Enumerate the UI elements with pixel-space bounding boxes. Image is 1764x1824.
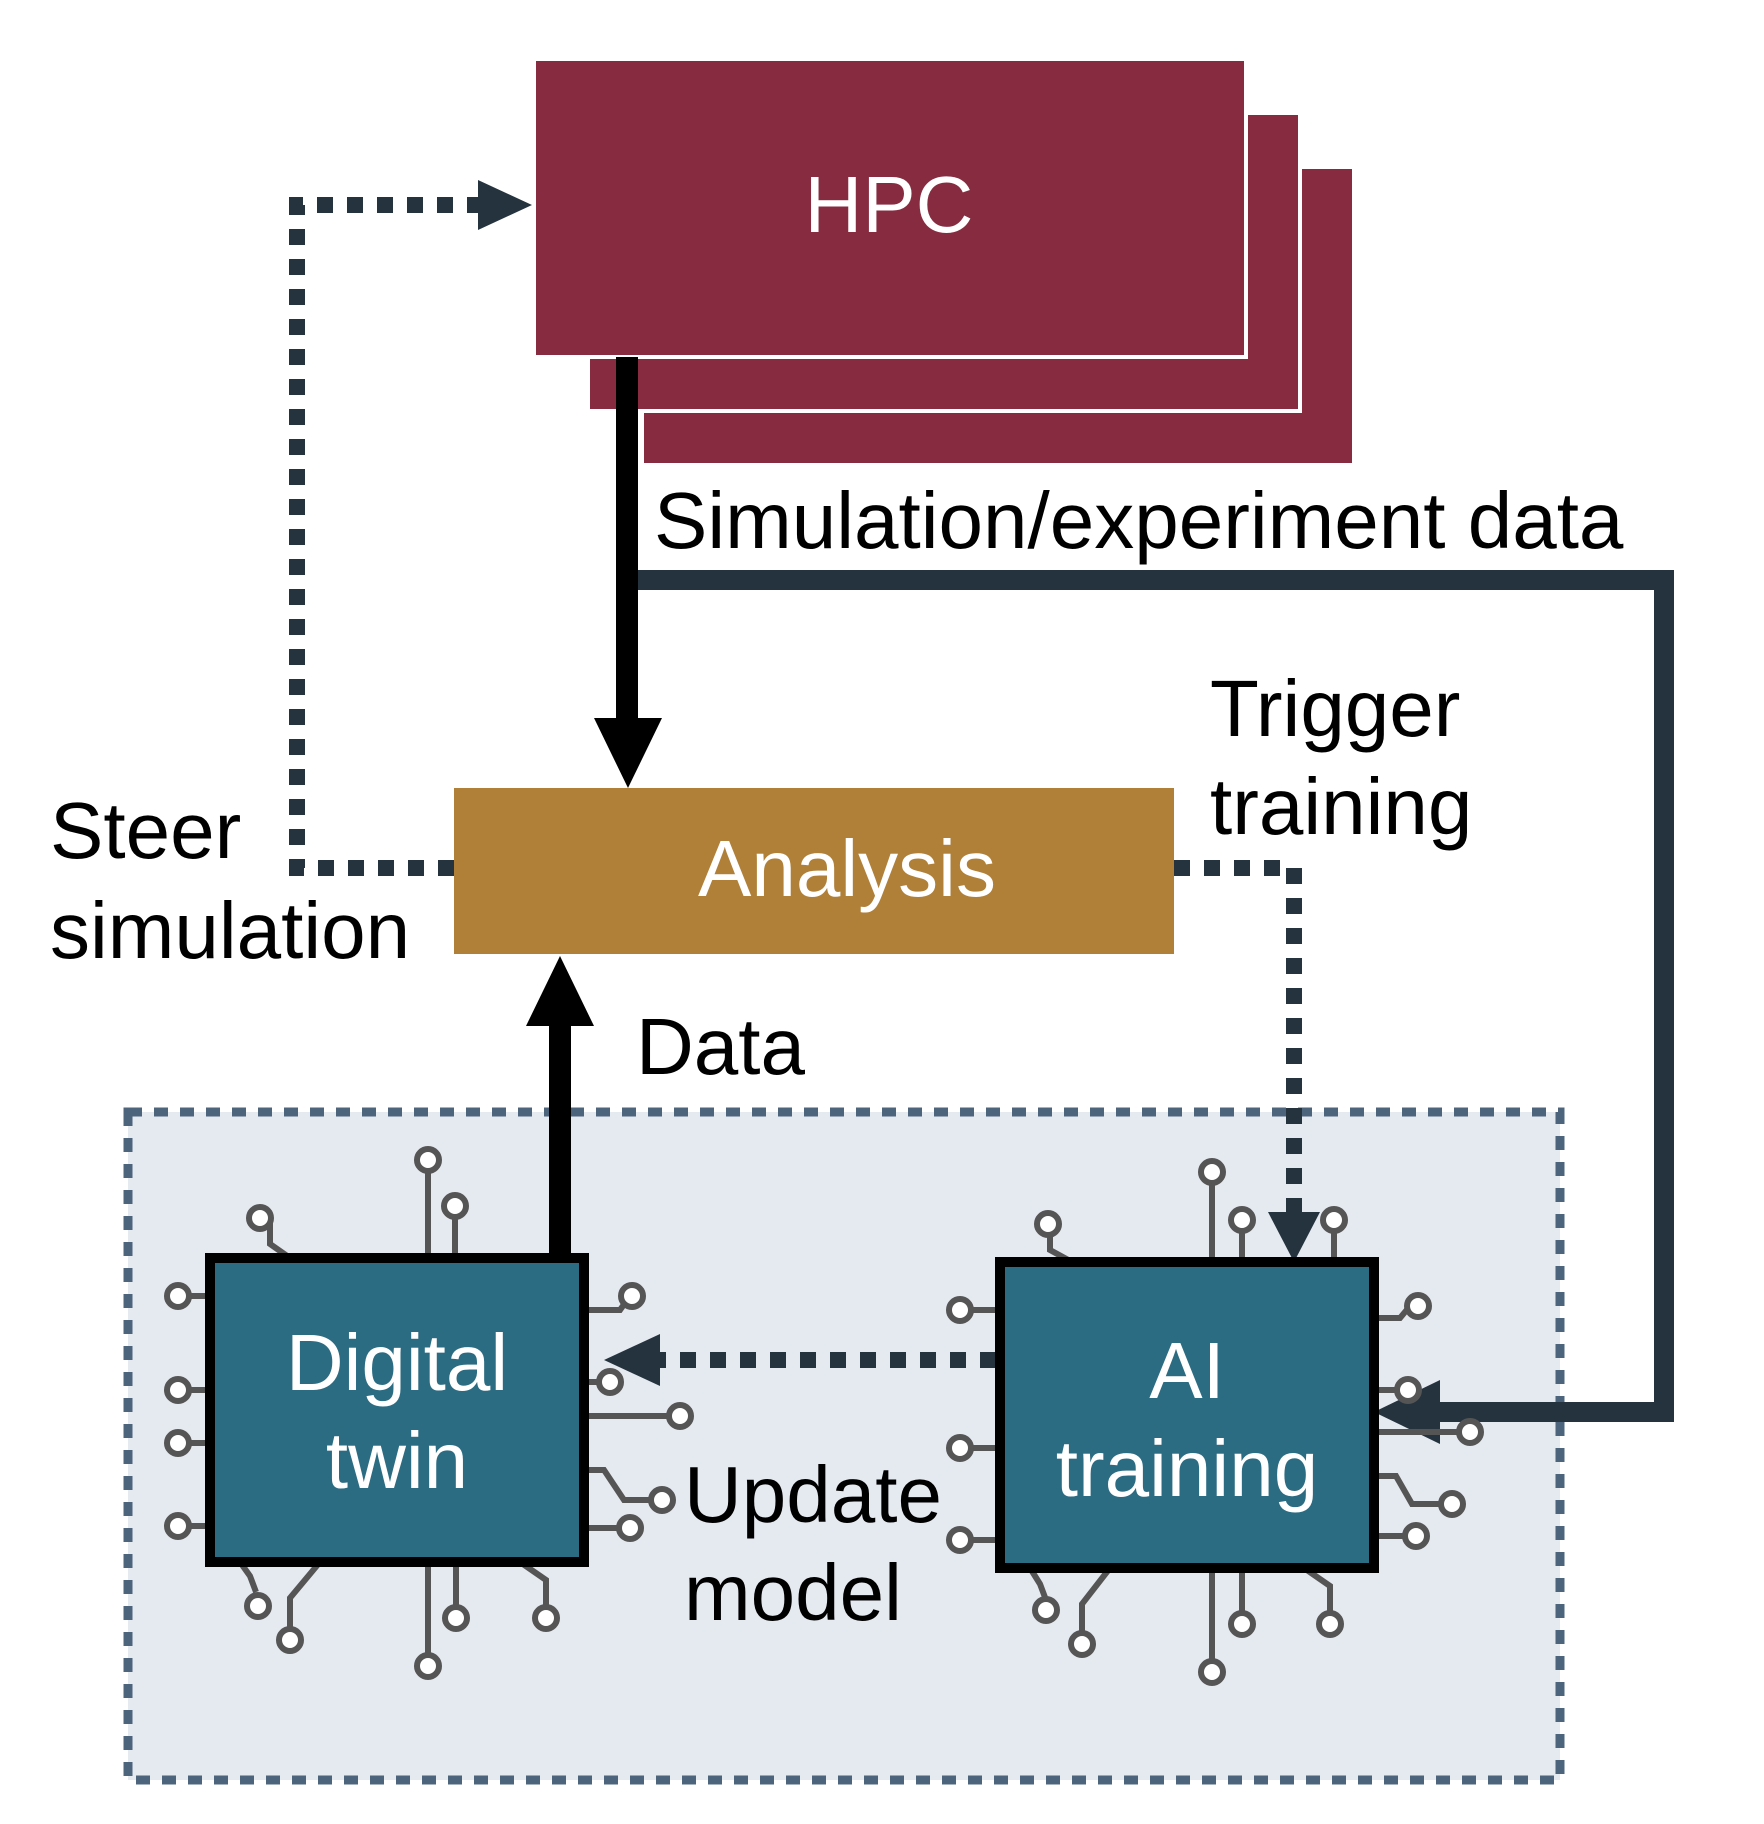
edge-update-model	[604, 1334, 996, 1386]
hpc-node: HPC	[532, 57, 1356, 467]
hpc-label: HPC	[805, 160, 974, 249]
analysis-node: Analysis	[454, 788, 1174, 954]
edge-hpc-to-analysis	[594, 357, 662, 788]
chip-icon	[164, 1146, 694, 1680]
label-steer-line2: simulation	[50, 886, 410, 975]
label-update-line2: model	[684, 1548, 902, 1637]
digital-twin-box	[205, 1253, 589, 1567]
label-steer-line1: Steer	[50, 786, 241, 875]
edge-update-arrowhead	[604, 1334, 660, 1386]
label-trigger-line1: Trigger	[1210, 664, 1460, 753]
digital-twin-node: Digital twin	[164, 1146, 694, 1680]
ai-training-box	[995, 1257, 1379, 1573]
chip-icon	[946, 1158, 1484, 1686]
edge-trigger-path	[1174, 860, 1302, 1214]
edge-simdata-to-ai	[638, 570, 1674, 1444]
digital-twin-label-line1: Digital	[286, 1318, 508, 1407]
edge-hpc-analysis-arrowhead	[594, 718, 662, 788]
edge-steer-arrowhead	[478, 180, 532, 230]
label-data: Data	[636, 1002, 805, 1091]
label-trigger-line2: training	[1210, 762, 1472, 851]
edge-trigger-training	[1174, 860, 1320, 1262]
ai-training-label-line1: AI	[1149, 1326, 1225, 1415]
analysis-box	[454, 788, 1174, 954]
edge-simdata-ai-arrowhead	[1374, 1380, 1440, 1444]
ai-training-node: AI training	[946, 1158, 1484, 1686]
label-update-line1: Update	[684, 1450, 942, 1539]
ai-training-label-line2: training	[1056, 1424, 1318, 1513]
hpc-stack-front	[532, 57, 1248, 359]
edge-trigger-arrowhead	[1268, 1212, 1320, 1262]
edge-steer-path	[289, 197, 478, 876]
label-simulation-experiment-data: Simulation/experiment data	[654, 476, 1624, 565]
digital-twin-label-line2: twin	[326, 1416, 468, 1505]
edge-twin-to-analysis	[526, 956, 594, 1258]
edge-simdata-ai-path	[638, 570, 1674, 1422]
edge-twin-analysis-arrowhead	[526, 956, 594, 1026]
analysis-label: Analysis	[698, 824, 996, 913]
edge-steer-simulation	[289, 180, 532, 876]
